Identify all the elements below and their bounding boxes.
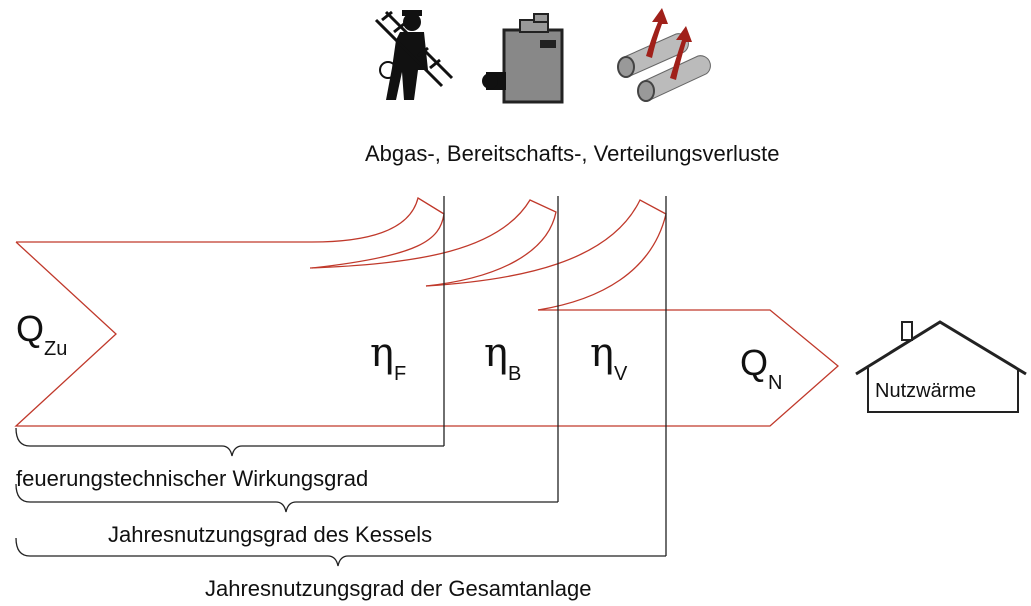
eta-b-sub: B (507, 363, 522, 385)
q-in-symbol: QZu (16, 308, 67, 360)
q-in-main: Q (16, 308, 45, 349)
bracket-label-firing: feuerungstechnischer Wirkungsgrad (16, 466, 369, 491)
q-out-symbol: QN (740, 342, 782, 394)
q-out-main: Q (740, 342, 769, 383)
bracket-label-boiler: Jahresnutzungsgrad des Kessels (108, 522, 433, 547)
eta-b-symbol: ηB (484, 330, 521, 385)
division-lines (443, 196, 667, 556)
q-out-sub: N (768, 372, 783, 394)
efficiency-brackets (15, 427, 666, 567)
house-label: Nutzwärme (875, 380, 977, 402)
eta-f-symbol: ηF (370, 330, 406, 385)
eta-v-sub: V (613, 363, 628, 385)
eta-b-main: η (484, 330, 508, 376)
eta-f-main: η (370, 330, 394, 376)
losses-label: Abgas-, Bereitschafts-, Verteilungsverlu… (365, 141, 780, 166)
house-icon (855, 320, 1027, 413)
q-in-sub: Zu (44, 338, 68, 360)
boiler-icon (482, 13, 564, 104)
energy-flow-arrow (14, 196, 840, 427)
eta-v-main: η (590, 330, 614, 376)
eta-v-symbol: ηV (590, 330, 627, 385)
chimney-sweep-icon (374, 10, 454, 100)
bracket-label-system: Jahresnutzungsgrad der Gesamtanlage (205, 576, 592, 601)
heat-pipes-icon (617, 8, 711, 102)
eta-f-sub: F (393, 363, 407, 385)
